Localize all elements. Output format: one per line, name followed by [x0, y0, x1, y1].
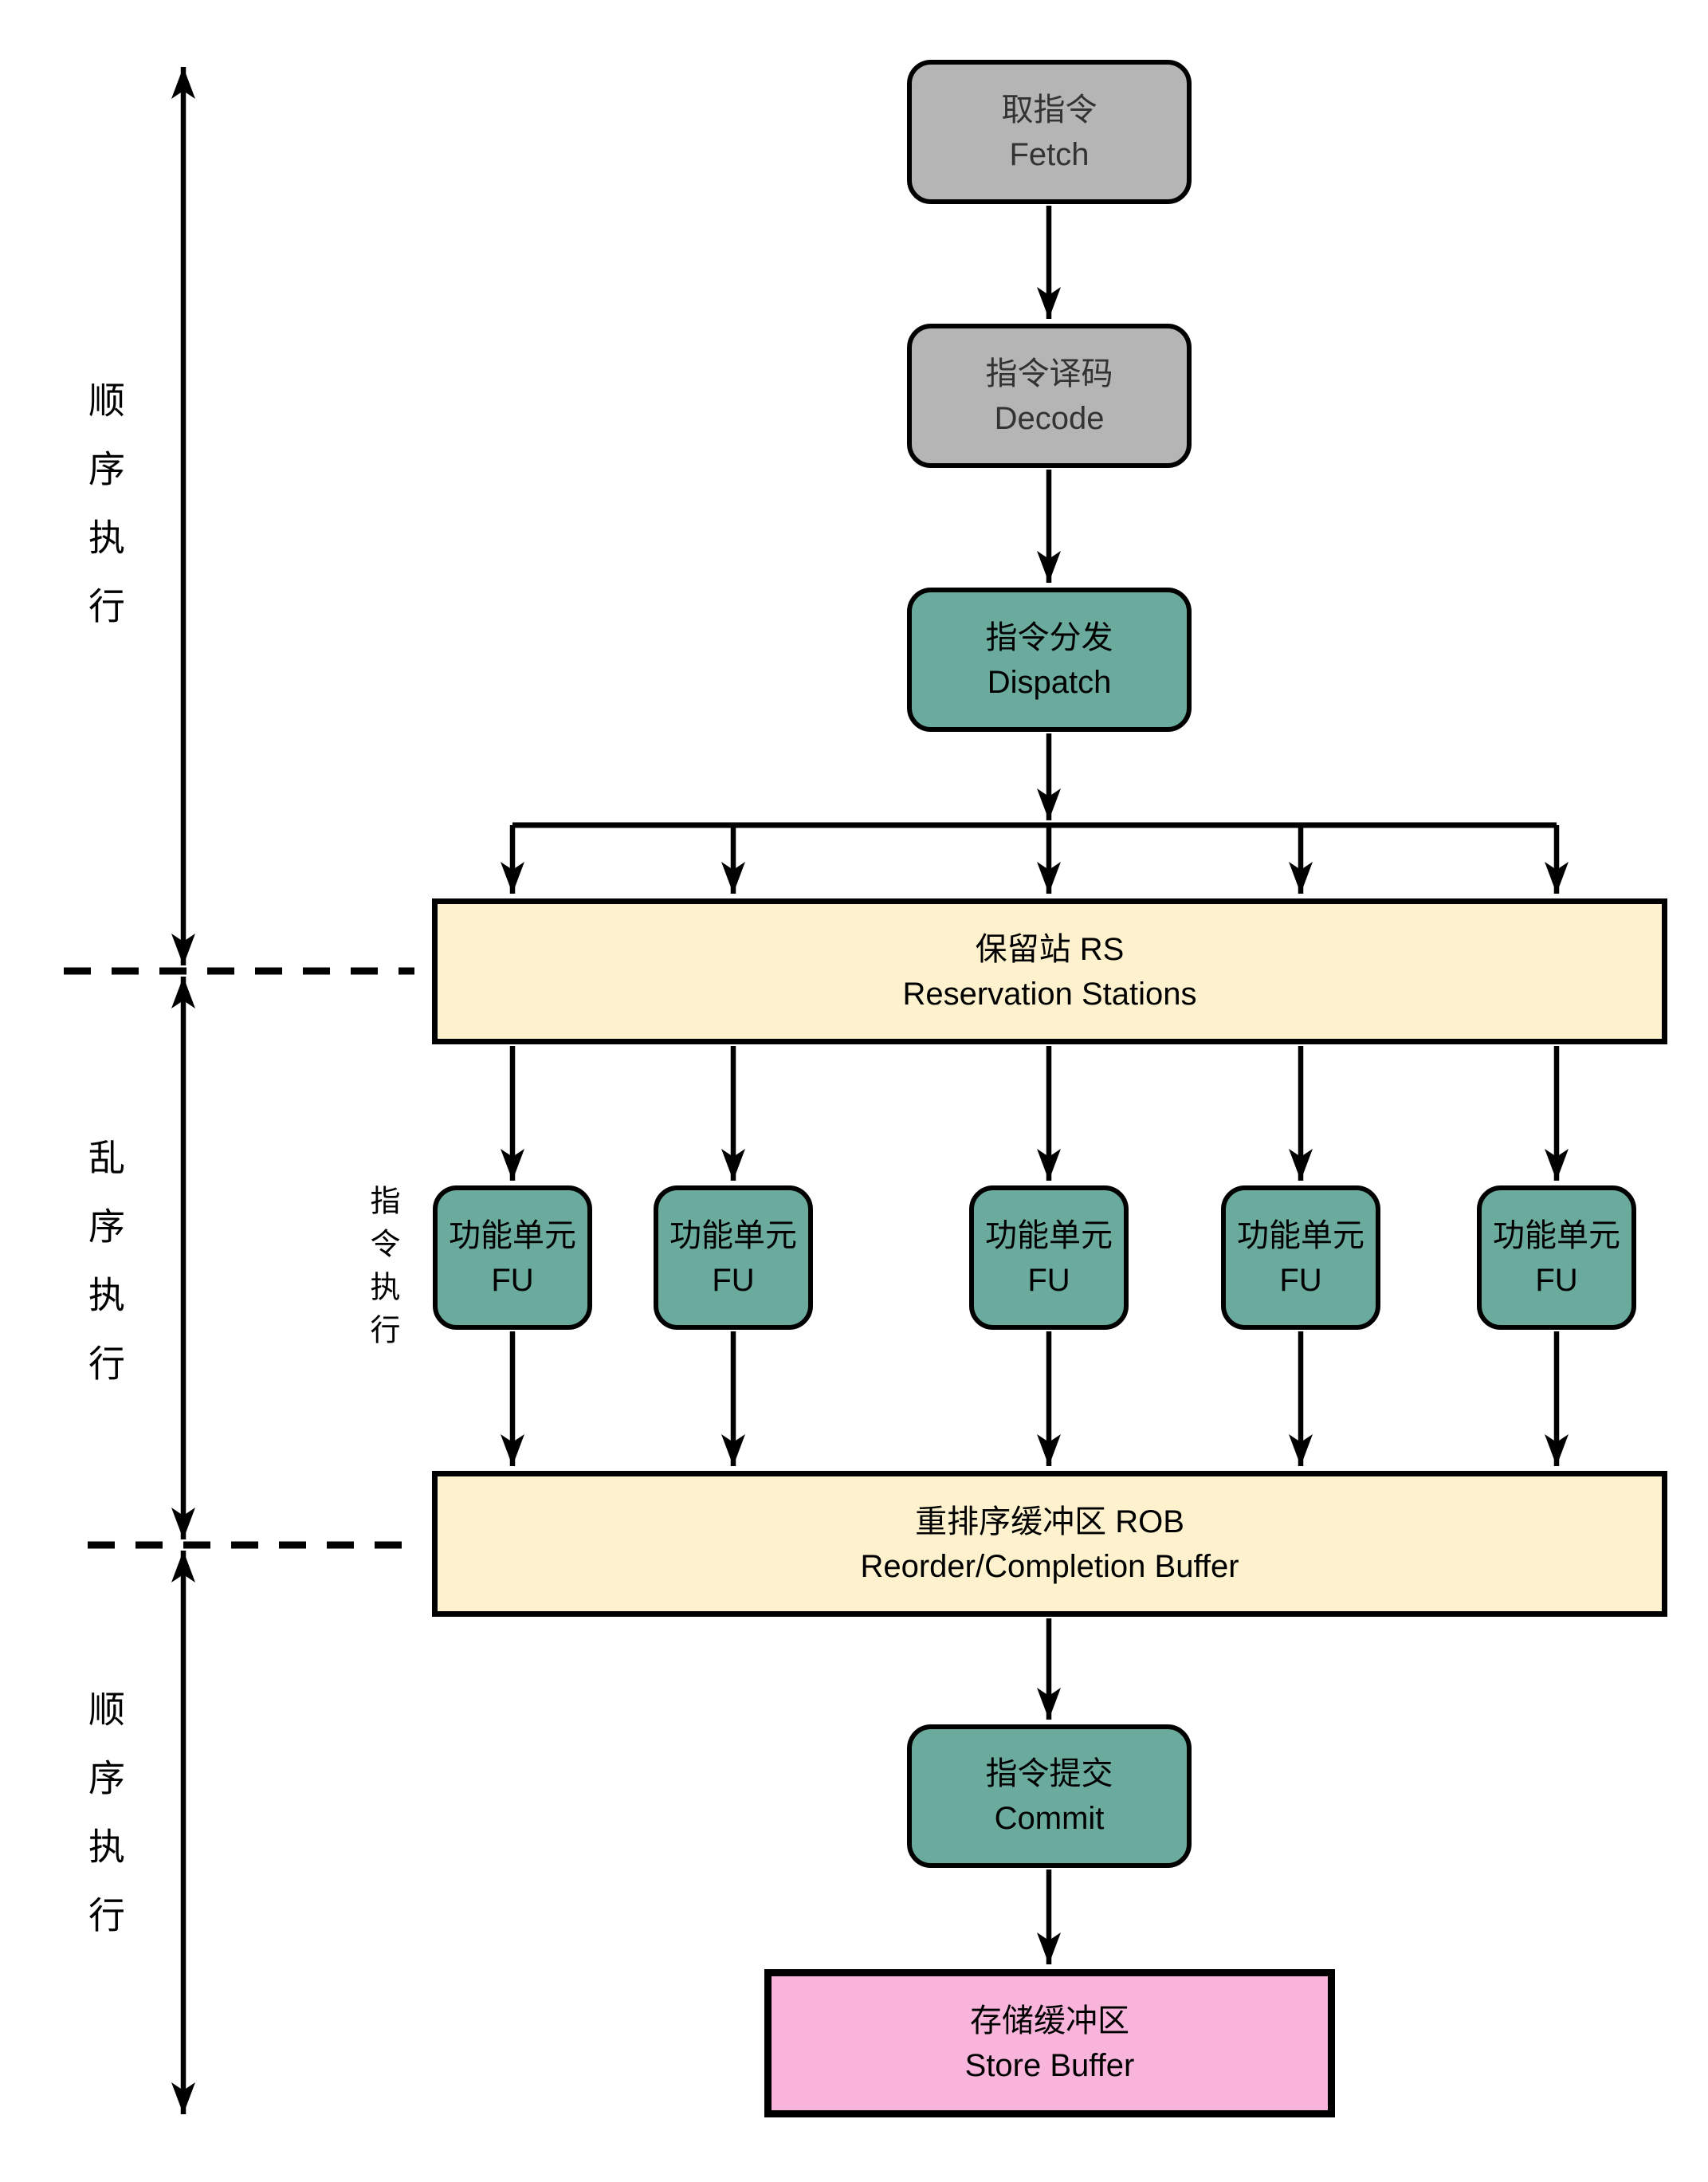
node-dispatch: 指令分发 Dispatch	[907, 588, 1192, 732]
node-fu-4-label-en: FU	[1279, 1262, 1322, 1298]
node-fu-5-label-en: FU	[1535, 1262, 1578, 1298]
node-rob-label-zh: 重排序缓冲区 ROB	[915, 1504, 1184, 1539]
node-decode-label-zh: 指令译码	[985, 356, 1113, 391]
node-fu-3-label-zh: 功能单元	[985, 1217, 1113, 1253]
node-fu-5: 功能单元 FU	[1477, 1185, 1636, 1330]
node-fu-2: 功能单元 FU	[654, 1185, 813, 1330]
node-dispatch-label-en: Dispatch	[987, 664, 1112, 700]
node-decode: 指令译码 Decode	[907, 324, 1192, 468]
node-decode-label-en: Decode	[994, 400, 1105, 436]
node-fu-1-label-en: FU	[491, 1262, 534, 1298]
node-fetch-label-en: Fetch	[1009, 136, 1090, 172]
node-fu-2-label-en: FU	[712, 1262, 755, 1298]
node-dispatch-label-zh: 指令分发	[985, 619, 1113, 655]
node-commit-label-en: Commit	[994, 1801, 1105, 1836]
node-fu-4: 功能单元 FU	[1221, 1185, 1380, 1330]
node-commit-label-zh: 指令提交	[985, 1756, 1113, 1791]
node-reservation-stations: 保留站 RS Reservation Stations	[432, 898, 1667, 1044]
node-fu-3: 功能单元 FU	[969, 1185, 1129, 1330]
node-store-label-zh: 存储缓冲区	[970, 2003, 1129, 2038]
phase-label-out-of-order: 乱序执行	[84, 1138, 125, 1413]
node-fu-3-label-en: FU	[1027, 1262, 1070, 1298]
node-fetch-label-zh: 取指令	[1001, 92, 1097, 128]
node-commit: 指令提交 Commit	[907, 1724, 1192, 1868]
node-fu-1-label-zh: 功能单元	[449, 1217, 576, 1253]
phase-label-in-order-top: 顺序执行	[84, 381, 125, 655]
node-reorder-buffer: 重排序缓冲区 ROB Reorder/Completion Buffer	[432, 1471, 1667, 1617]
node-rs-label-en: Reservation Stations	[902, 976, 1197, 1012]
node-fu-2-label-zh: 功能单元	[669, 1217, 797, 1253]
node-store-buffer: 存储缓冲区 Store Buffer	[764, 1969, 1335, 2117]
label-instruction-execute: 指令执行	[365, 1185, 399, 1357]
node-fu-5-label-zh: 功能单元	[1493, 1217, 1620, 1253]
node-fu-4-label-zh: 功能单元	[1237, 1217, 1364, 1253]
node-fetch: 取指令 Fetch	[907, 60, 1192, 204]
node-fu-1: 功能单元 FU	[433, 1185, 592, 1330]
node-store-label-en: Store Buffer	[964, 2048, 1135, 2083]
phase-label-in-order-bottom: 顺序执行	[84, 1690, 125, 1964]
node-rob-label-en: Reorder/Completion Buffer	[860, 1548, 1239, 1584]
node-rs-label-zh: 保留站 RS	[975, 931, 1125, 967]
